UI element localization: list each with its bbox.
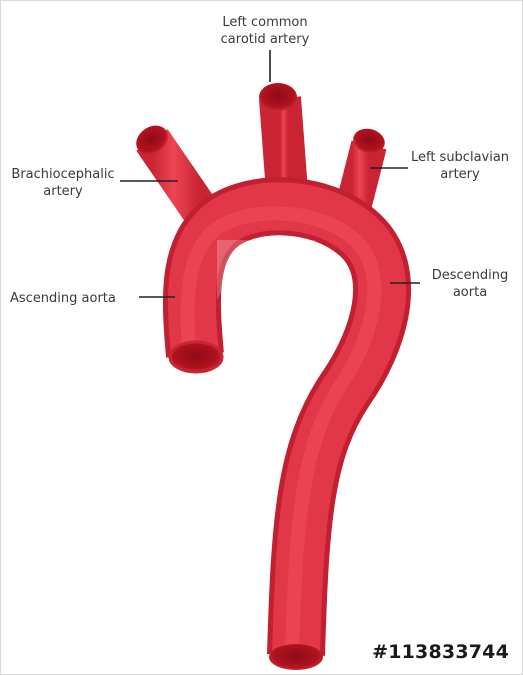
label-descending-aorta: Descending aorta bbox=[420, 267, 520, 301]
label-descending-aorta-line1: Descending bbox=[420, 267, 520, 284]
label-left-common-carotid-artery: Left common carotid artery bbox=[195, 14, 335, 48]
stock-image-id: #113833744 bbox=[372, 641, 509, 663]
label-ascending-aorta: Ascending aorta bbox=[10, 290, 130, 307]
label-left-subclavian-line1: Left subclavian bbox=[405, 149, 515, 166]
label-left-common-carotid-line2: carotid artery bbox=[195, 31, 335, 48]
label-brachiocephalic-artery: Brachiocephalic artery bbox=[8, 166, 118, 200]
label-brachiocephalic-line2: artery bbox=[8, 183, 118, 200]
label-brachiocephalic-line1: Brachiocephalic bbox=[8, 166, 118, 183]
brachiocephalic-artery bbox=[131, 120, 200, 210]
label-left-common-carotid-line1: Left common bbox=[195, 14, 335, 31]
ascending-aorta-opening bbox=[170, 342, 222, 372]
label-left-subclavian-line2: artery bbox=[405, 166, 515, 183]
aorta bbox=[188, 206, 382, 655]
left-common-carotid-opening bbox=[259, 83, 297, 111]
descending-aorta-opening bbox=[269, 644, 323, 670]
adobe-stock-logo bbox=[217, 240, 315, 300]
label-descending-aorta-line2: aorta bbox=[420, 284, 520, 301]
label-left-subclavian-artery: Left subclavian artery bbox=[405, 149, 515, 183]
